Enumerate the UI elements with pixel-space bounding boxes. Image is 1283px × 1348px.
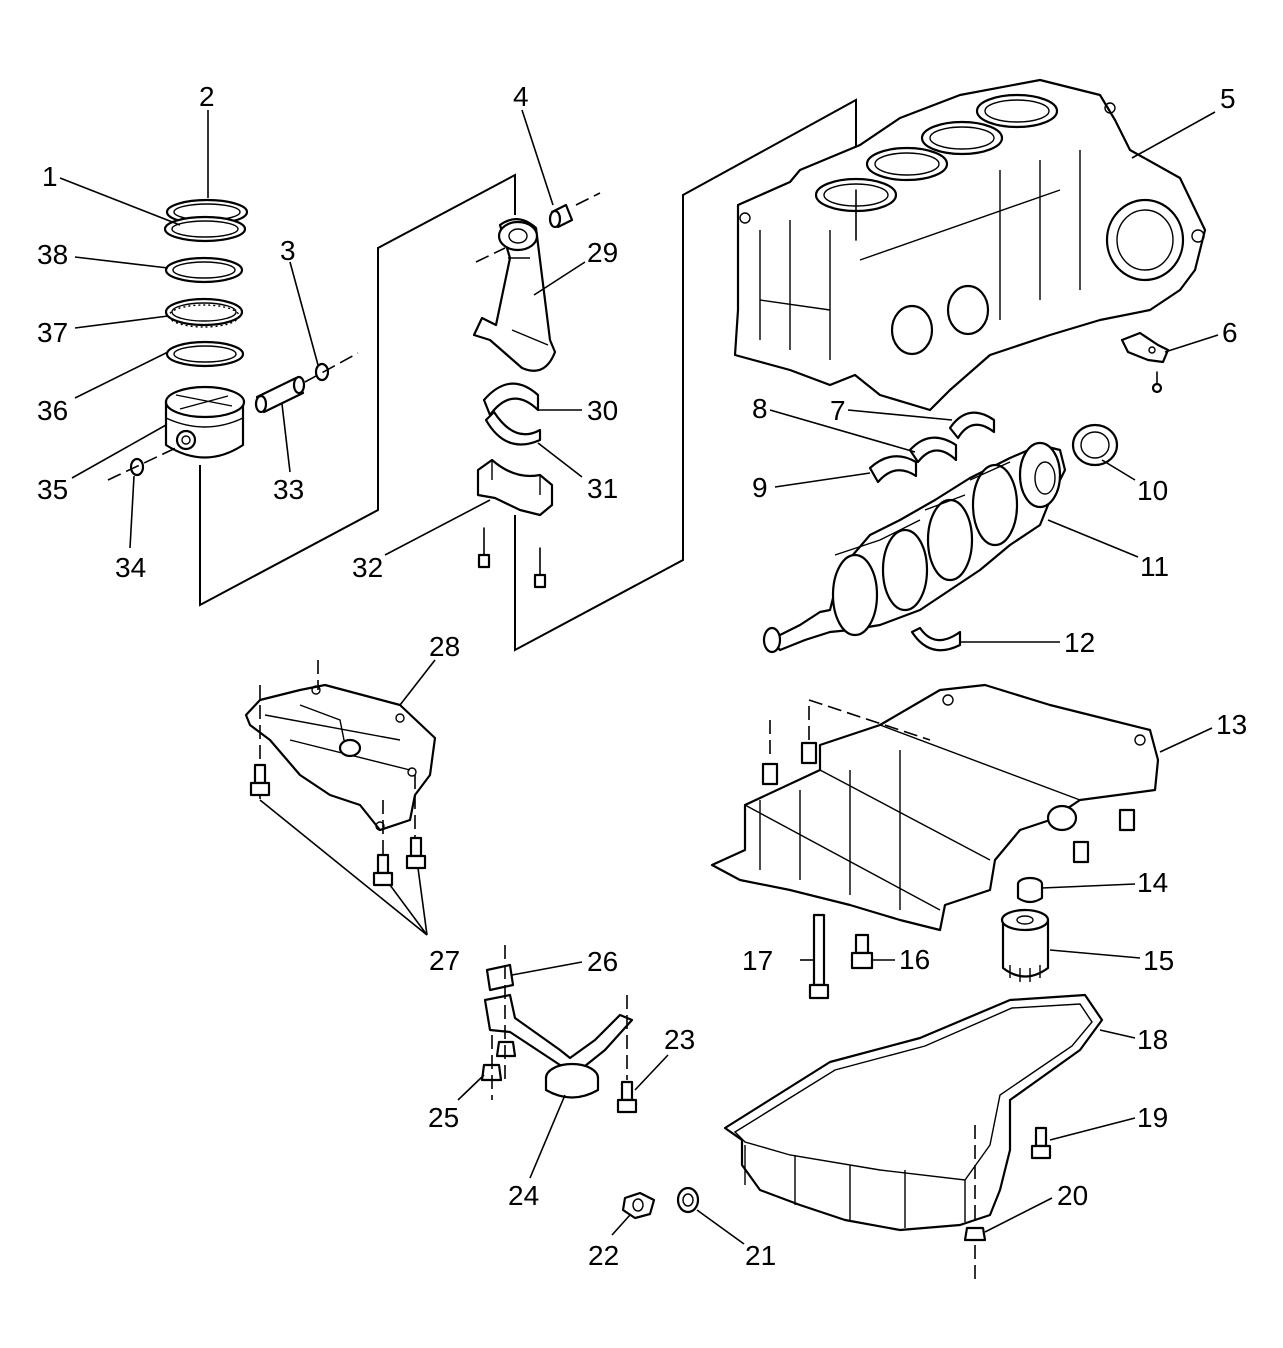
pickup-gasket-26 xyxy=(485,963,515,992)
lower-crankcase-13 xyxy=(710,683,1160,932)
callout-leader-lines xyxy=(59,109,1219,1245)
callout-7: 7 xyxy=(830,395,846,426)
callout-8: 8 xyxy=(752,393,768,424)
main-bearing-upper-7 xyxy=(948,411,996,440)
crankcase-studs xyxy=(761,741,1136,864)
callout-23: 23 xyxy=(664,1024,695,1055)
oil-filter-15 xyxy=(1000,908,1050,982)
oil-ring-rail-36 xyxy=(165,340,245,368)
callout-11: 11 xyxy=(1140,551,1169,582)
callout-26: 26 xyxy=(587,946,618,977)
callout-31: 31 xyxy=(587,473,618,504)
oil-ring-37 xyxy=(164,297,244,328)
callout-2: 2 xyxy=(199,81,215,112)
rear-oil-seal-10 xyxy=(1071,423,1119,467)
callout-21: 21 xyxy=(745,1240,776,1271)
callout-12: 12 xyxy=(1064,627,1095,658)
long-bolt-17 xyxy=(808,913,830,1000)
callout-32: 32 xyxy=(352,552,383,583)
callout-29: 29 xyxy=(587,237,618,268)
assembly-group-lines xyxy=(199,98,857,652)
drain-plug-20 xyxy=(963,1125,987,1280)
rod-bearing-lower-31 xyxy=(484,410,542,446)
bracket-bolt-6 xyxy=(1151,371,1163,394)
oil-strainer-24 xyxy=(483,993,634,1099)
callout-10: 10 xyxy=(1137,475,1168,506)
callout-17: 17 xyxy=(742,945,773,976)
callout-14: 14 xyxy=(1137,867,1168,898)
main-bearing-8 xyxy=(908,436,958,464)
callout-5: 5 xyxy=(1220,83,1236,114)
callout-36: 36 xyxy=(37,395,68,426)
callout-4: 4 xyxy=(513,81,529,112)
callout-34: 34 xyxy=(115,552,146,583)
callout-35: 35 xyxy=(37,474,68,505)
rod-bushing-4 xyxy=(548,203,574,229)
callout-13: 13 xyxy=(1216,709,1247,740)
callout-16: 16 xyxy=(899,944,930,975)
callout-labels: 1 2 3 4 5 6 7 8 9 10 11 12 13 14 15 16 1… xyxy=(37,81,1247,1271)
piston-pin-centerline xyxy=(107,352,359,481)
connecting-rod-29 xyxy=(472,218,557,372)
piston-pin-33 xyxy=(254,375,306,414)
rod-bearing-upper-30 xyxy=(482,382,540,417)
rod-bolt-right xyxy=(533,547,547,589)
rod-centerline xyxy=(475,192,601,263)
rod-cap-32 xyxy=(476,458,554,517)
callout-18: 18 xyxy=(1137,1024,1168,1055)
baffle-plate-28 xyxy=(244,683,437,832)
callout-1: 1 xyxy=(42,161,58,192)
pickup-nut-25 xyxy=(480,1040,517,1082)
pickup-bolt-23 xyxy=(616,1080,638,1114)
plug-22 xyxy=(621,1191,656,1220)
baffle-bolts-27 xyxy=(249,763,427,887)
callout-33: 33 xyxy=(273,474,304,505)
cylinder-block-5 xyxy=(733,78,1207,412)
callout-15: 15 xyxy=(1143,945,1174,976)
callout-6: 6 xyxy=(1222,317,1238,348)
main-bearing-9 xyxy=(868,455,918,484)
bracket-6 xyxy=(1120,331,1170,364)
piston-ring-38 xyxy=(164,256,244,284)
callout-30: 30 xyxy=(587,395,618,426)
callout-22: 22 xyxy=(588,1240,619,1271)
crankshaft-11 xyxy=(762,441,1067,654)
pin-clip-3 xyxy=(314,362,330,382)
callout-20: 20 xyxy=(1057,1180,1088,1211)
oil-filter-adapter-14 xyxy=(1016,876,1044,904)
oil-pan-bolt-19 xyxy=(1030,1126,1052,1160)
gasket-21 xyxy=(676,1186,700,1214)
baffle-centerlines xyxy=(259,660,416,870)
rod-bolt-left xyxy=(477,527,491,569)
piston-ring-2 xyxy=(163,215,247,243)
callout-27: 27 xyxy=(429,945,460,976)
callout-37: 37 xyxy=(37,317,68,348)
callout-38: 38 xyxy=(37,239,68,270)
callout-9: 9 xyxy=(752,472,768,503)
callout-28: 28 xyxy=(429,631,460,662)
piston-35 xyxy=(164,385,246,459)
pickup-centerlines xyxy=(491,945,628,1100)
callout-24: 24 xyxy=(508,1180,539,1211)
bolt-16 xyxy=(850,933,874,970)
callout-3: 3 xyxy=(280,235,296,266)
callout-19: 19 xyxy=(1137,1102,1168,1133)
oil-pan-18 xyxy=(723,993,1104,1232)
main-bearing-lower-12 xyxy=(910,626,962,652)
callout-25: 25 xyxy=(428,1102,459,1133)
crankcase-centerlines xyxy=(769,698,931,760)
